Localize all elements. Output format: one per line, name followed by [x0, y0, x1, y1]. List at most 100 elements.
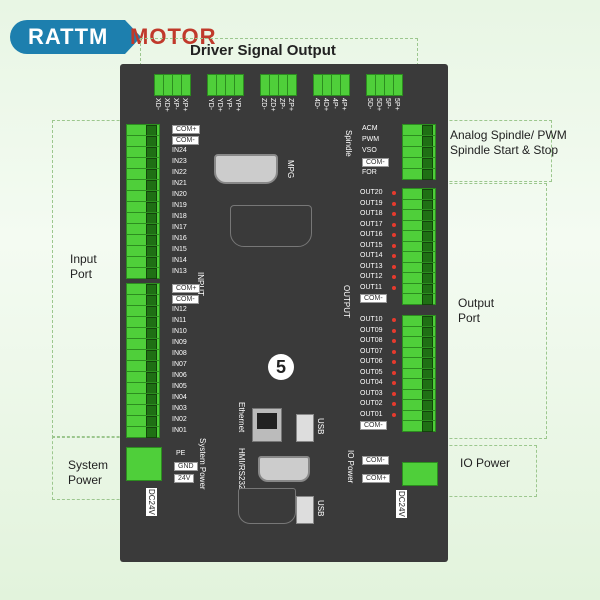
output-pin-label: OUT02 — [360, 400, 383, 407]
driver-pin-label: 4P+ — [340, 98, 347, 111]
output-pin-label: OUT07 — [360, 347, 383, 355]
dc24v-label-1: DC24V — [146, 488, 157, 516]
output-pin-label: OUT09 — [360, 326, 383, 334]
output-led — [392, 212, 396, 216]
output-led — [392, 285, 396, 290]
input-pin-label: IN10 — [172, 328, 187, 335]
output-led — [392, 233, 396, 237]
side-label-input-port: Input Port — [70, 252, 97, 281]
output-terminal[interactable] — [402, 293, 436, 305]
driver-pin-label: 4D- — [313, 98, 320, 110]
output-pin-label: OUT13 — [360, 262, 383, 270]
output-pin-label: OUT14 — [360, 252, 383, 259]
driver-terminal[interactable] — [393, 74, 403, 96]
driver-pin-label: YD- — [207, 98, 214, 111]
input-pin-label: IN04 — [172, 394, 187, 401]
driver-pin-label: 5P+ — [393, 98, 400, 111]
driver-pin-label: YP+ — [234, 98, 241, 112]
output-pin-label: OUT15 — [360, 241, 383, 249]
driver-pin-label: YP- — [225, 98, 232, 110]
driver-pin-label: XP+ — [181, 98, 188, 112]
io-power-terminal[interactable] — [402, 462, 438, 486]
output-pin-label: OUT12 — [360, 273, 383, 280]
driver-terminal[interactable] — [340, 74, 350, 96]
power-pin-pe: PE — [176, 450, 186, 457]
usb-port-2[interactable] — [296, 496, 314, 524]
power-pin-gnd: GND — [174, 462, 198, 471]
logo-badge — [10, 20, 141, 54]
driver-pin-label: XD+ — [163, 98, 170, 112]
output-pin-label: OUT16 — [360, 231, 383, 238]
driver-pin-label: 5D- — [366, 98, 373, 110]
side-label-io-power: IO Power — [460, 456, 511, 470]
system-power-board-label: System Power — [198, 438, 207, 490]
driver-terminal[interactable] — [181, 74, 191, 96]
output-pin-label: OUT17 — [360, 220, 383, 228]
output-led — [392, 339, 396, 343]
input-pin-label: COM- — [172, 295, 199, 304]
input-pin-label: IN15 — [172, 246, 187, 253]
output-led — [392, 381, 396, 385]
rs232-connector[interactable] — [258, 456, 310, 482]
output-led — [392, 264, 396, 269]
output-led — [392, 412, 396, 417]
usb-label-2: USB — [316, 500, 325, 517]
io-power-pin-com-minus: COM- — [362, 456, 389, 465]
input-pin-label: IN01 — [172, 427, 187, 434]
side-label-output-port: Output Port — [458, 296, 495, 325]
input-screw — [146, 268, 157, 279]
side-label-system-power: System Power — [68, 458, 109, 487]
output-terminal[interactable] — [402, 420, 436, 432]
output-pin-label: OUT01 — [360, 410, 383, 418]
output-led — [392, 370, 396, 375]
logo-text-motor: MOTOR — [130, 24, 217, 49]
output-led — [392, 222, 396, 227]
output-led — [392, 275, 396, 279]
input-pin-label: IN03 — [172, 405, 187, 412]
output-led — [392, 243, 396, 248]
mpg-pinout-diagram — [230, 205, 312, 247]
mpg-connector[interactable] — [214, 154, 278, 184]
input-pin-label: IN23 — [172, 158, 187, 165]
driver-pin-label: YD+ — [216, 98, 223, 112]
spindle-section-label: Spindle — [344, 130, 353, 157]
driver-pin-label: 4P- — [331, 98, 338, 109]
usb-port-1[interactable] — [296, 414, 314, 442]
spindle-pin-label: COM- — [362, 158, 389, 167]
output-screw — [422, 421, 433, 432]
driver-pin-label: XD- — [154, 98, 161, 111]
input-pin-label: IN02 — [172, 416, 187, 423]
output-led — [392, 254, 396, 258]
output-pin-label: OUT04 — [360, 379, 383, 386]
output-led — [392, 191, 396, 195]
input-section-label: INPUT — [196, 272, 205, 296]
output-pin-label: OUT11 — [360, 283, 383, 291]
io-power-pin-com-plus: COM+ — [362, 474, 391, 483]
output-pin-label: COM- — [360, 421, 387, 430]
io-power-board-label: IO Power — [346, 450, 355, 484]
output-pin-label: OUT19 — [360, 199, 383, 207]
driver-pin-label: ZD+ — [269, 98, 276, 112]
driver-terminal[interactable] — [287, 74, 297, 96]
driver-terminal[interactable] — [234, 74, 244, 96]
input-pin-label: IN09 — [172, 339, 187, 346]
spindle-screw — [422, 169, 433, 180]
ethernet-port[interactable] — [252, 408, 282, 442]
output-led — [392, 391, 396, 396]
dc24v-label-2: DC24V — [396, 490, 407, 518]
power-pin-24v: 24V — [174, 474, 195, 483]
output-led — [392, 349, 396, 354]
output-section-label: OUTPUT — [342, 285, 351, 318]
rs232-pinout-diagram — [238, 488, 296, 524]
output-led — [392, 402, 396, 406]
output-pin-label: OUT06 — [360, 358, 383, 365]
usb-label-1: USB — [316, 418, 325, 435]
input-pin-label: IN20 — [172, 191, 187, 198]
output-pin-label: OUT20 — [360, 189, 383, 196]
driver-pin-label: ZD- — [260, 98, 267, 110]
output-screw — [422, 294, 433, 305]
system-power-terminal[interactable] — [126, 447, 162, 481]
input-pin-label: IN14 — [172, 257, 187, 264]
input-pin-label: IN12 — [172, 306, 187, 313]
hmi-label: HMI/RS232 — [237, 448, 246, 490]
